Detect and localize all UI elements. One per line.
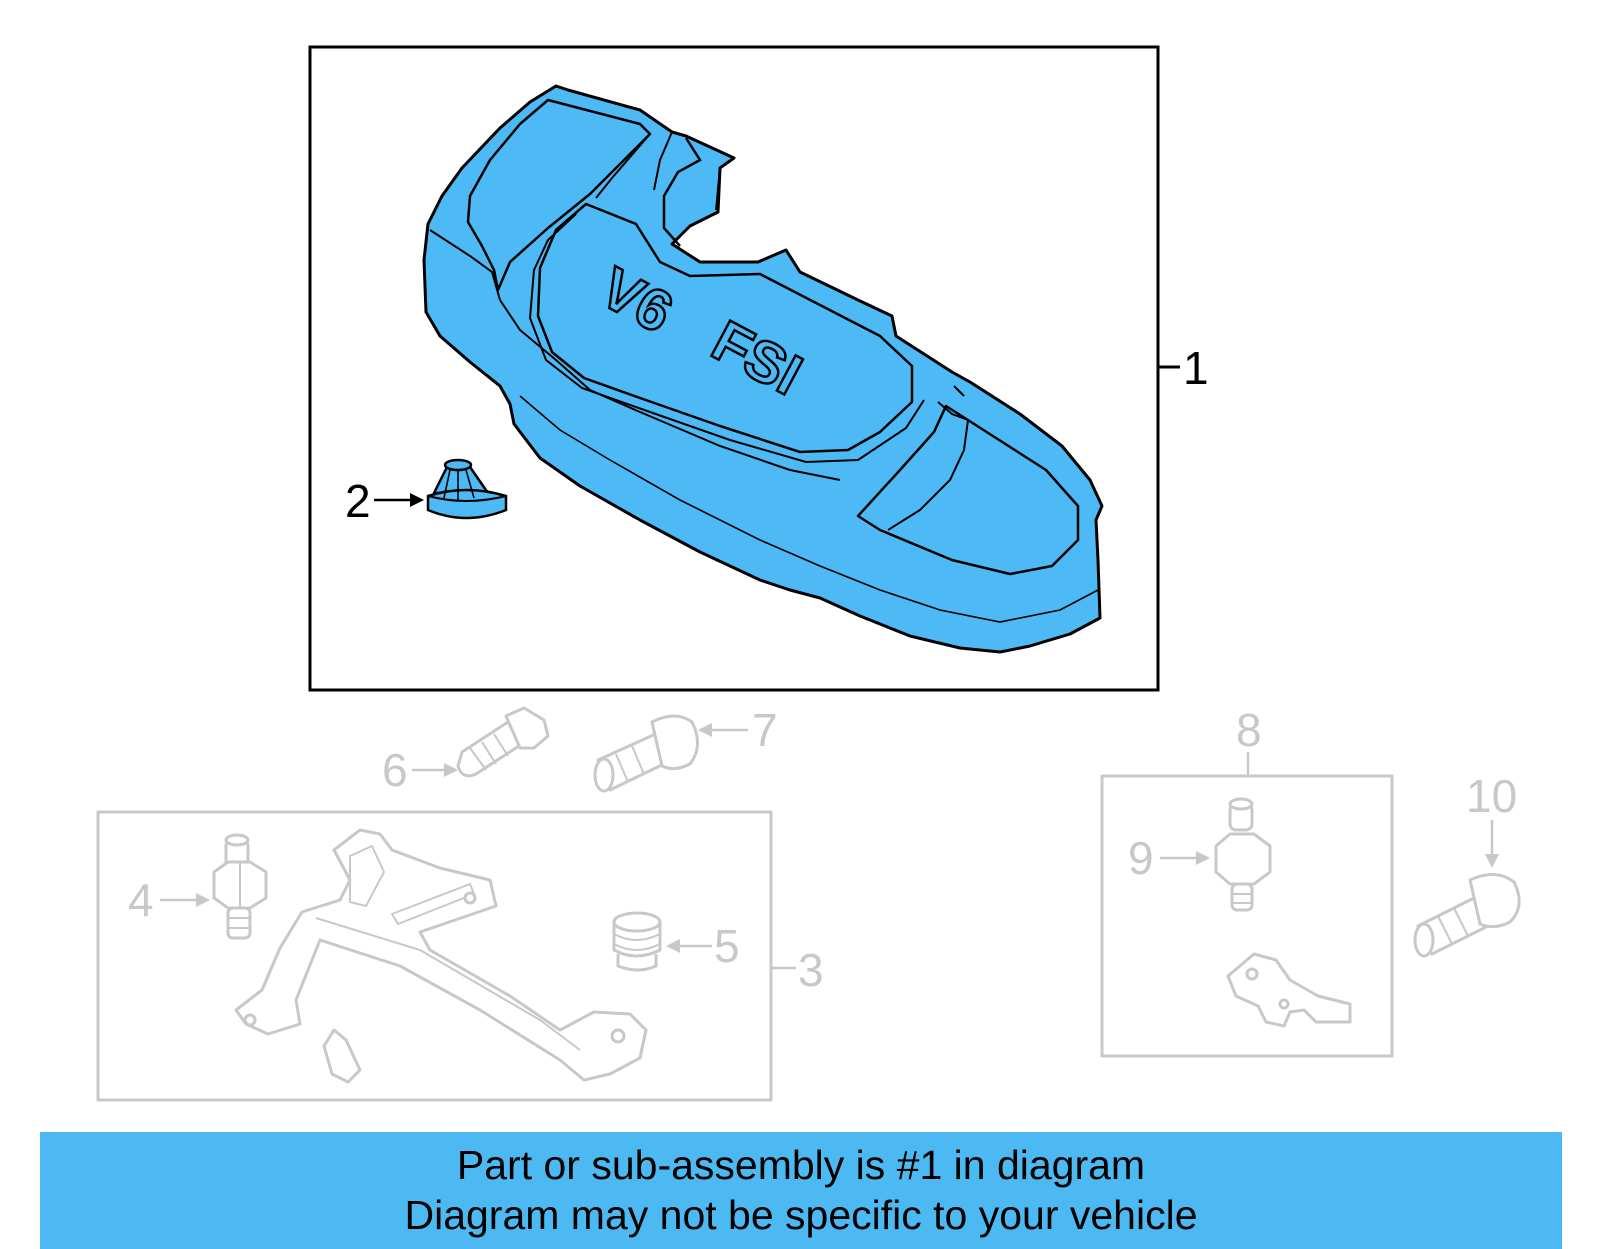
assembly-3-frame — [96, 810, 773, 1102]
callout-3[interactable]: 3 — [798, 944, 824, 996]
stud-9-part[interactable] — [1214, 797, 1272, 912]
grommet-5-part[interactable] — [612, 911, 662, 972]
callout-6[interactable]: 6 — [382, 744, 408, 796]
banner-line-disclaimer: Diagram may not be specific to your vehi… — [404, 1192, 1198, 1238]
callout-7[interactable]: 7 — [752, 704, 778, 756]
diagram-notice-banner: Part or sub-assembly is #1 in diagram Di… — [40, 1132, 1562, 1249]
callout-10[interactable]: 10 — [1466, 770, 1517, 822]
bolt-7-part[interactable] — [593, 714, 699, 793]
bolt-6-part[interactable] — [456, 706, 550, 778]
callout-4-arrow-icon — [196, 893, 210, 907]
callout-10-arrow-icon — [1485, 854, 1499, 868]
bracket-3-part[interactable] — [234, 828, 648, 1084]
callout-9[interactable]: 9 — [1128, 832, 1154, 884]
callout-4[interactable]: 4 — [128, 874, 154, 926]
callout-5[interactable]: 5 — [714, 920, 740, 972]
bolt-10-part[interactable] — [1413, 873, 1521, 958]
callout-5-arrow-icon — [666, 939, 680, 953]
callout-1[interactable]: 1 — [1183, 342, 1209, 394]
engine-cover-part[interactable]: V6 FSI — [422, 84, 1104, 654]
grommet-part[interactable] — [426, 458, 508, 520]
callout-6-arrow-icon — [444, 763, 458, 777]
callout-2[interactable]: 2 — [345, 475, 371, 527]
banner-line-part-number: Part or sub-assembly is #1 in diagram — [456, 1142, 1146, 1188]
bracket-8-part[interactable] — [1226, 952, 1352, 1028]
callout-8[interactable]: 8 — [1236, 704, 1262, 756]
callout-7-arrow-icon — [698, 723, 712, 737]
callout-9-arrow-icon — [1196, 851, 1210, 865]
stud-4-part[interactable] — [212, 833, 268, 940]
callout-2-arrow-icon — [410, 493, 424, 507]
